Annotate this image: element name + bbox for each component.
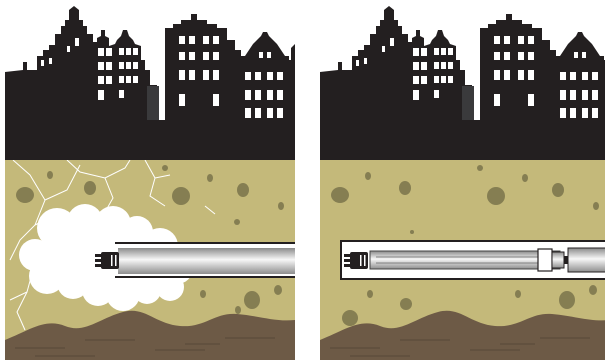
skyline-tower — [462, 86, 474, 120]
joint-icon — [538, 248, 605, 272]
scene-left — [5, 0, 295, 360]
drill-head-icon — [344, 252, 368, 269]
skyline-icon — [5, 6, 295, 160]
panel-left-disturbed-ground — [5, 0, 295, 360]
panel-right-guided-casing — [320, 0, 605, 360]
skyline-icon — [320, 6, 605, 160]
skyline-tower — [147, 86, 159, 120]
scene-right — [320, 0, 605, 360]
drill-head-icon — [95, 252, 119, 269]
pipe-icon — [115, 242, 295, 278]
